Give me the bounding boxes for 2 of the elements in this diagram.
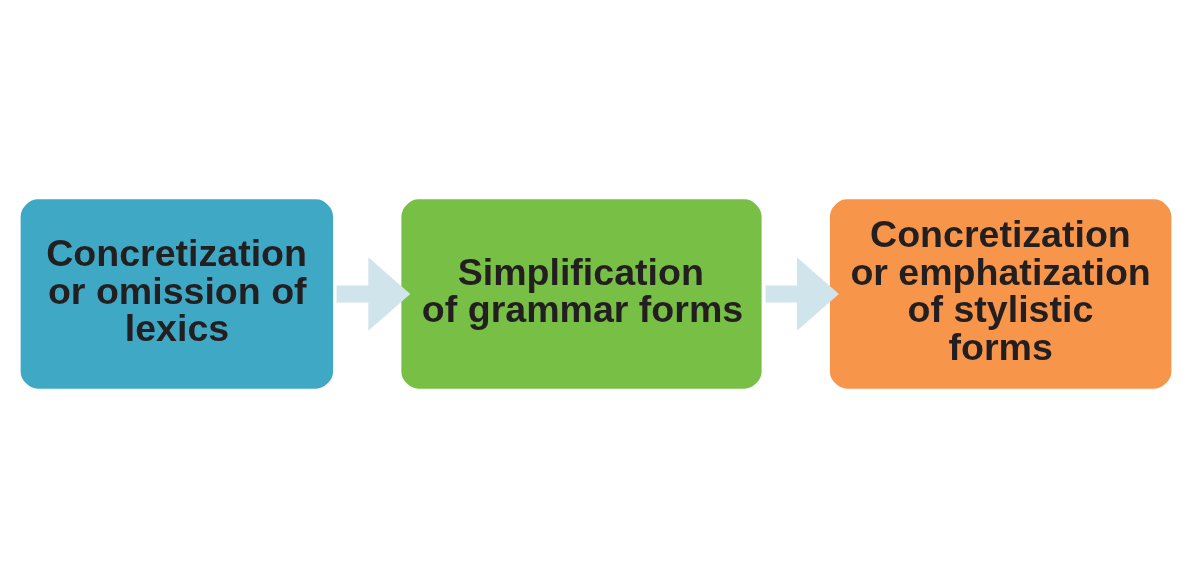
arrow: [765, 256, 839, 331]
arrow: [336, 256, 411, 331]
